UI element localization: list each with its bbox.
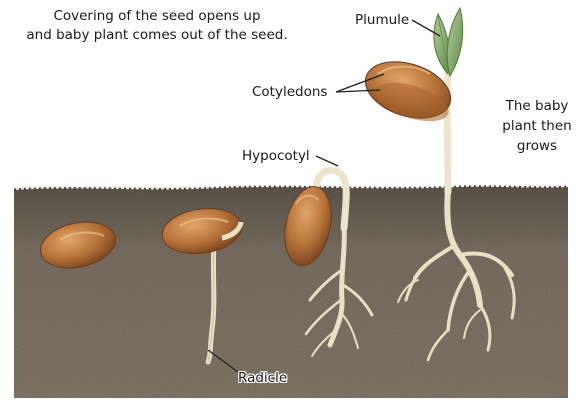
caption-top: Covering of the seed opens up and baby p…	[4, 7, 310, 45]
hypocotyl-leader	[316, 156, 338, 166]
caption-right-line-1: The baby	[492, 96, 582, 116]
label-plumule: Plumule	[355, 12, 409, 28]
caption-right-line-3: grows	[492, 136, 582, 156]
caption-top-line-2: and baby plant comes out of the seed.	[4, 26, 310, 45]
caption-right: The baby plant then grows	[492, 96, 582, 156]
plumule-leaf-2	[447, 8, 463, 76]
label-radicle: Radicle	[238, 370, 287, 386]
caption-top-line-1: Covering of the seed opens up	[4, 7, 310, 26]
label-hypocotyl: Hypocotyl	[242, 148, 310, 164]
caption-right-line-2: plant then	[492, 116, 582, 136]
label-cotyledons: Cotyledons	[252, 84, 327, 100]
